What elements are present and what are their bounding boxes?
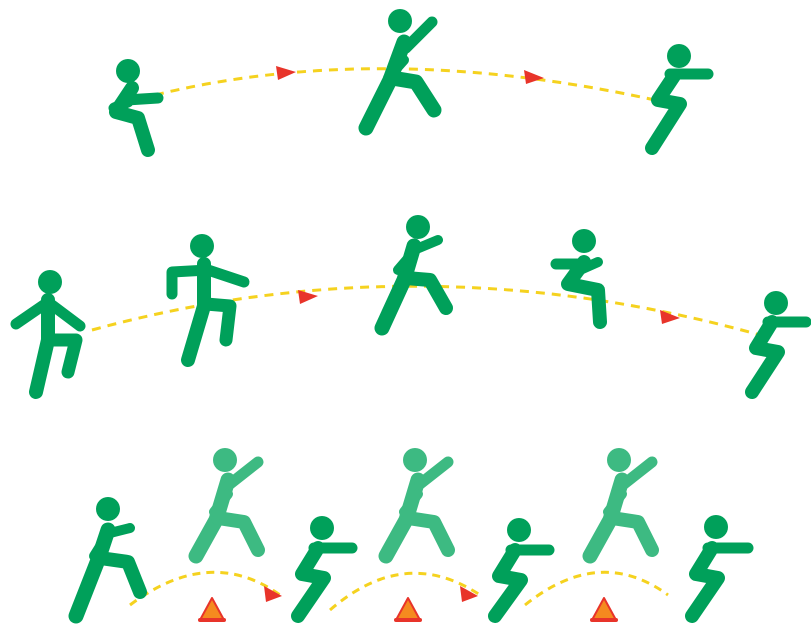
hop-path [524, 570, 669, 607]
hop-path [329, 571, 481, 612]
training-cone [198, 597, 226, 622]
hop-path [129, 570, 281, 607]
direction-arrow [460, 586, 478, 602]
direction-arrow [298, 290, 318, 304]
athlete-figure-drive [68, 497, 147, 624]
athlete-figure-landing [645, 44, 714, 155]
row-3 [68, 448, 754, 624]
athlete-figure-stride [166, 234, 250, 367]
athlete-figure-leap [358, 9, 442, 136]
direction-arrow [276, 66, 296, 80]
athlete-figure-crouch [108, 59, 164, 157]
direction-arrow [660, 310, 680, 324]
direction-arrow [524, 70, 544, 84]
row-2 [10, 215, 811, 399]
training-cone [590, 597, 618, 622]
athlete-figure-landing [685, 515, 754, 623]
athlete-figure-leap [374, 215, 453, 336]
athlete-figure-hop [378, 448, 455, 564]
athlete-figure-tuck [550, 229, 607, 329]
row-1 [108, 9, 714, 157]
athlete-figure-landing [488, 518, 555, 623]
athlete-figure-standing [10, 270, 86, 399]
athlete-figure-landing [745, 291, 811, 399]
training-cone [394, 597, 422, 622]
athlete-figure-landing [291, 516, 358, 623]
jump-path [154, 67, 656, 102]
athlete-figure-hop [188, 448, 265, 564]
athlete-figure-hop [582, 448, 659, 564]
direction-arrow [264, 586, 282, 602]
